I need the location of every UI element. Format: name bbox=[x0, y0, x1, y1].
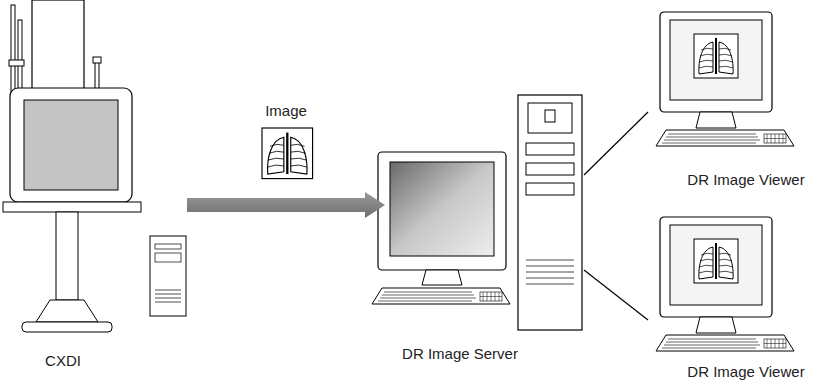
detector-stand: CXDI bbox=[3, 0, 187, 380]
device-label: CXDI bbox=[43, 352, 83, 370]
network-line bbox=[584, 112, 648, 175]
transfer-arrow-shape bbox=[187, 192, 385, 218]
network-line bbox=[584, 270, 648, 320]
image-viewer: DR Image Viewer bbox=[648, 212, 816, 382]
device-label: DR Image Server bbox=[400, 345, 520, 363]
device-label: DR Image Viewer bbox=[685, 363, 806, 381]
image-server: DR Image Server bbox=[385, 90, 584, 370]
image-viewer: DR Image Viewer bbox=[648, 5, 816, 195]
edge-label: Image bbox=[263, 102, 309, 120]
network-line-stroke bbox=[584, 112, 648, 175]
network-line-stroke bbox=[584, 270, 648, 320]
device-label: DR Image Viewer bbox=[685, 171, 806, 189]
transfer-arrow bbox=[187, 192, 385, 218]
